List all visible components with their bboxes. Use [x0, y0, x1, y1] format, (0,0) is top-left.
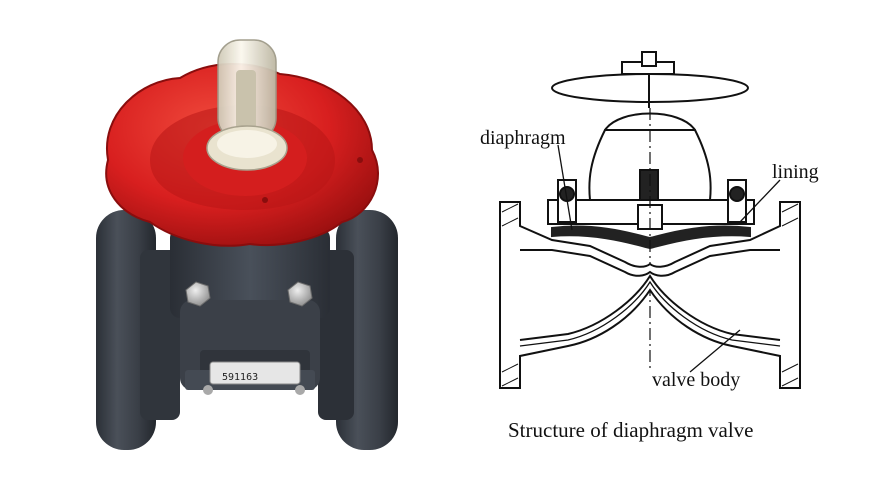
diagram-handwheel [551, 51, 749, 108]
diaphragm-valve-photo [96, 39, 398, 450]
label-lining: lining [772, 161, 819, 183]
diagram-stem [637, 108, 663, 370]
diagram-bonnet [588, 112, 712, 201]
label-plate [209, 361, 301, 385]
body-bolts [185, 281, 313, 395]
diagram-caption: Structure of diaphragm valve [508, 418, 754, 442]
label-valve-body: valve body [652, 369, 741, 391]
diagram-leader-lines [557, 144, 781, 373]
label-diaphragm: diaphragm [480, 127, 566, 149]
diagram-diaphragm [551, 225, 751, 250]
diaphragm-valve-cross-section [499, 51, 801, 389]
diagram-valve-body [499, 201, 801, 389]
part-number-label: 591163 [222, 372, 259, 383]
left-flange [96, 210, 180, 450]
position-indicator-cap [206, 39, 288, 171]
